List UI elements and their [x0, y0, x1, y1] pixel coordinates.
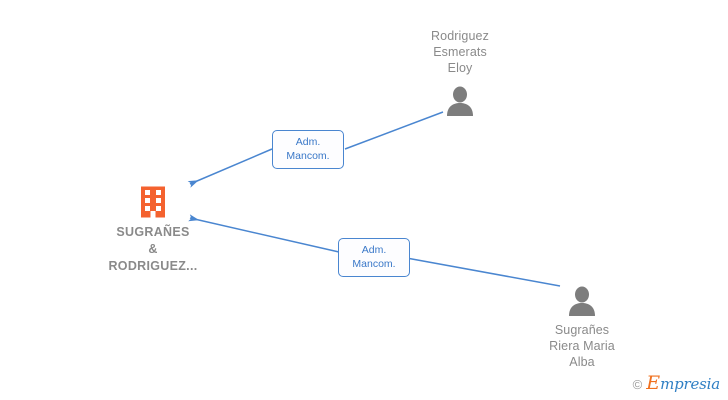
company-label: SUGRAÑES & RODRIGUEZ... — [108, 225, 198, 273]
person-node-bottom[interactable]: Sugrañes Riera Maria Alba — [502, 286, 662, 370]
copyright-icon: © — [632, 376, 643, 392]
brand-wordmark: Empresia — [646, 374, 720, 394]
edge-bottom — [188, 214, 561, 287]
brand-rest: mpresia — [660, 375, 720, 393]
person-icon — [447, 86, 473, 116]
person-label-top: Rodriguez Esmerats Eloy — [431, 29, 489, 75]
building-icon — [141, 186, 165, 218]
edge-top — [187, 111, 444, 188]
edge-label-bottom[interactable]: Adm. Mancom. — [338, 238, 410, 277]
person-node-top[interactable]: Rodriguez Esmerats Eloy — [380, 28, 540, 116]
person-icon — [569, 286, 595, 316]
empresia-watermark: © Empresia — [632, 374, 721, 394]
person-label-bottom: Sugrañes Riera Maria Alba — [549, 323, 615, 369]
edge-label-top[interactable]: Adm. Mancom. — [272, 130, 344, 169]
brand-initial: E — [646, 372, 661, 394]
company-node[interactable]: SUGRAÑES & RODRIGUEZ... — [68, 185, 238, 275]
